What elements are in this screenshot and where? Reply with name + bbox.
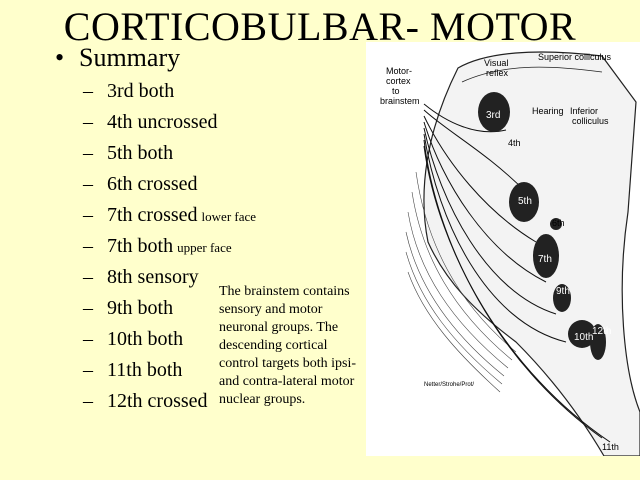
dash-icon: – [83, 204, 93, 226]
slide-title: CORTICOBULBAR- MOTOR [63, 4, 577, 49]
nucleus-9th-label: 9th [556, 286, 570, 297]
visual-reflex-label: Visual [484, 58, 508, 68]
tectum-line [461, 66, 603, 83]
nucleus-10th [568, 320, 596, 348]
nucleus-7th [533, 234, 559, 278]
motor-cortex-label: to [392, 86, 400, 96]
list-item: –4th uncrossed [83, 107, 256, 138]
hearing-label: Hearing [532, 106, 564, 116]
nucleus-4th-label: 4th [508, 138, 521, 148]
dash-icon: – [83, 142, 93, 164]
summary-label: Summary [79, 43, 181, 72]
list-item: –9th both [83, 293, 256, 324]
item-text: 9th both [107, 297, 174, 319]
item-note: upper face [177, 240, 232, 255]
dash-icon: – [83, 235, 93, 257]
nucleus-6th-label: 6th [552, 218, 565, 228]
item-text: 3rd both [107, 80, 175, 102]
nucleus-9th [553, 284, 571, 312]
dash-icon: – [83, 80, 93, 102]
list-item: –3rd both [83, 76, 256, 107]
bullet-icon: • [55, 43, 65, 72]
inferior-colliculus-label: Inferior [570, 106, 598, 116]
brainstem-diagram: Motor- cortex to brainstem Visual reflex… [366, 42, 640, 456]
dash-icon: – [83, 328, 93, 350]
list-item: –8th sensory [83, 262, 256, 293]
list-item: –12th crossed [83, 386, 256, 417]
item-text: 6th crossed [107, 173, 198, 195]
item-text: 4th uncrossed [107, 111, 218, 133]
description-text: The brainstem contains sensory and motor… [219, 284, 356, 407]
nucleus-7th-label: 7th [538, 254, 552, 265]
item-text: 10th both [107, 328, 184, 350]
list-item: –6th crossed [83, 169, 256, 200]
signature-label: Netter/Strohe/Prot/ [424, 382, 474, 388]
nerve-list: –3rd both –4th uncrossed –5th both –6th … [83, 76, 256, 417]
summary-heading: • Summary [55, 42, 180, 74]
dash-icon: – [83, 390, 93, 412]
visual-reflex-label: reflex [486, 68, 509, 78]
item-text: 11th both [107, 359, 183, 381]
list-item: –11th both [83, 355, 256, 386]
peduncle-striations [405, 171, 517, 393]
dash-icon: – [83, 359, 93, 381]
brainstem-outline [423, 51, 640, 456]
nucleus-12th-label: 12th [592, 326, 611, 337]
nucleus-3rd [478, 92, 510, 132]
item-text: 7th both [107, 235, 174, 257]
brainstem-drawing: Motor- cortex to brainstem Visual reflex… [380, 51, 640, 456]
nucleus-10th-label: 10th [574, 332, 593, 343]
item-text: 7th crossed [107, 204, 198, 226]
superior-colliculus-label: Superior colliculus [538, 52, 612, 62]
dash-icon: – [83, 266, 93, 288]
nerve-11th-label: 11th [602, 442, 619, 452]
corticobulbar-fibers [423, 103, 611, 443]
item-text: 5th both [107, 142, 174, 164]
nucleus-12th [590, 324, 606, 360]
motor-cortex-label: brainstem [380, 96, 420, 106]
dash-icon: – [83, 111, 93, 133]
motor-cortex-label: cortex [386, 76, 411, 86]
item-text: 8th sensory [107, 266, 199, 288]
list-item: –5th both [83, 138, 256, 169]
nucleus-5th [509, 182, 539, 222]
nucleus-6th [550, 218, 562, 230]
item-note: lower face [201, 209, 257, 224]
nucleus-3rd-label: 3rd [486, 110, 500, 121]
dash-icon: – [83, 297, 93, 319]
inferior-colliculus-label: colliculus [572, 116, 609, 126]
list-item: –10th both [83, 324, 256, 355]
nucleus-5th-label: 5th [518, 196, 532, 207]
motor-cortex-label: Motor- [386, 66, 412, 76]
item-text: 12th crossed [107, 390, 208, 412]
dash-icon: – [83, 173, 93, 195]
